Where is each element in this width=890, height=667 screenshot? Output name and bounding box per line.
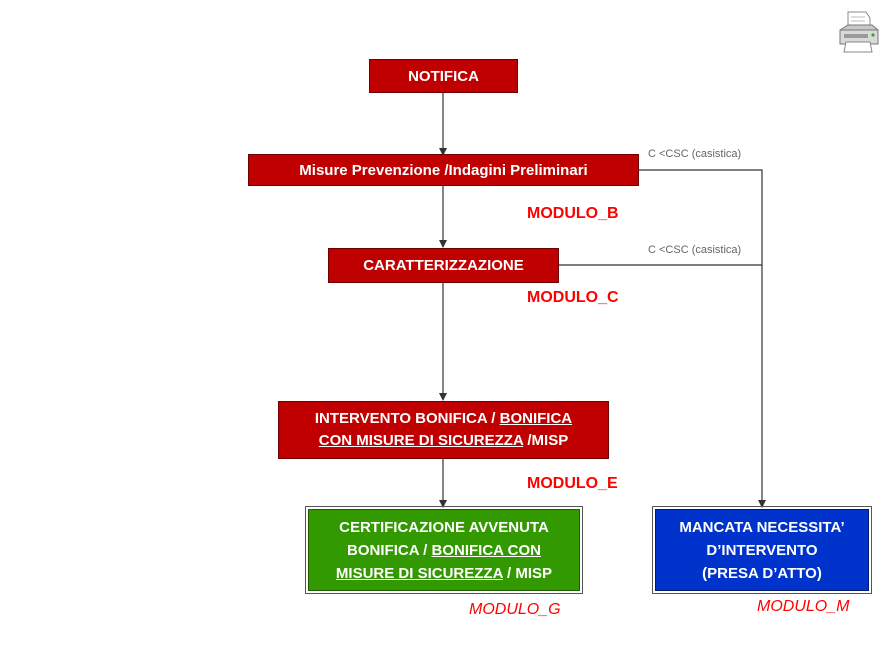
node-misure-label: Misure Prevenzione /Indagini Preliminari	[299, 161, 588, 179]
intervento-part1: INTERVENTO BONIFICA /	[314, 410, 500, 427]
node-caratterizzazione: CARATTERIZZAZIONE	[328, 248, 559, 283]
node-misure-prevenzione: Misure Prevenzione /Indagini Preliminari	[248, 154, 639, 186]
certificazione-line3a: MISURE DI SICUREZZA	[335, 564, 503, 582]
branch-misure-to-mancata	[639, 169, 766, 508]
label-modulo-e: MODULO_E	[527, 475, 618, 492]
mancata-line1: MANCATA NECESSITA’	[679, 518, 845, 536]
node-intervento-bonifica: INTERVENTO BONIFICA / BONIFICA CON MISUR…	[278, 401, 609, 459]
note-csc-2: C <CSC (casistica)	[648, 244, 742, 256]
printer-icon[interactable]	[836, 8, 880, 54]
label-modulo-c: MODULO_C	[527, 289, 619, 306]
certificazione-line3b: / MISP	[502, 564, 553, 582]
node-notifica: NOTIFICA	[369, 59, 518, 93]
intervento-part2: BONIFICA	[499, 410, 573, 427]
certificazione-line2a: BONIFICA /	[347, 541, 432, 559]
label-modulo-m: MODULO_M	[757, 598, 850, 615]
mancata-line3: (PRESA D’ATTO)	[702, 564, 822, 582]
label-modulo-g: MODULO_G	[469, 601, 561, 618]
node-caratterizzazione-label: CARATTERIZZAZIONE	[363, 257, 524, 274]
node-certificazione: CERTIFICAZIONE AVVENUTA BONIFICA / BONIF…	[305, 506, 583, 594]
node-notifica-label: NOTIFICA	[408, 67, 479, 85]
note-csc-1: C <CSC (casistica)	[648, 148, 742, 160]
intervento-part4: /MISP	[523, 432, 569, 449]
certificazione-line2b: BONIFICA CON	[431, 541, 541, 559]
mancata-line2: D’INTERVENTO	[706, 541, 818, 559]
certificazione-line1: CERTIFICAZIONE AVVENUTA	[339, 518, 549, 536]
intervento-part3: CON MISURE DI SICUREZZA	[318, 432, 524, 449]
label-modulo-b: MODULO_B	[527, 205, 619, 222]
node-mancata-necessita: MANCATA NECESSITA’ D’INTERVENTO (PRESA D…	[652, 506, 872, 594]
